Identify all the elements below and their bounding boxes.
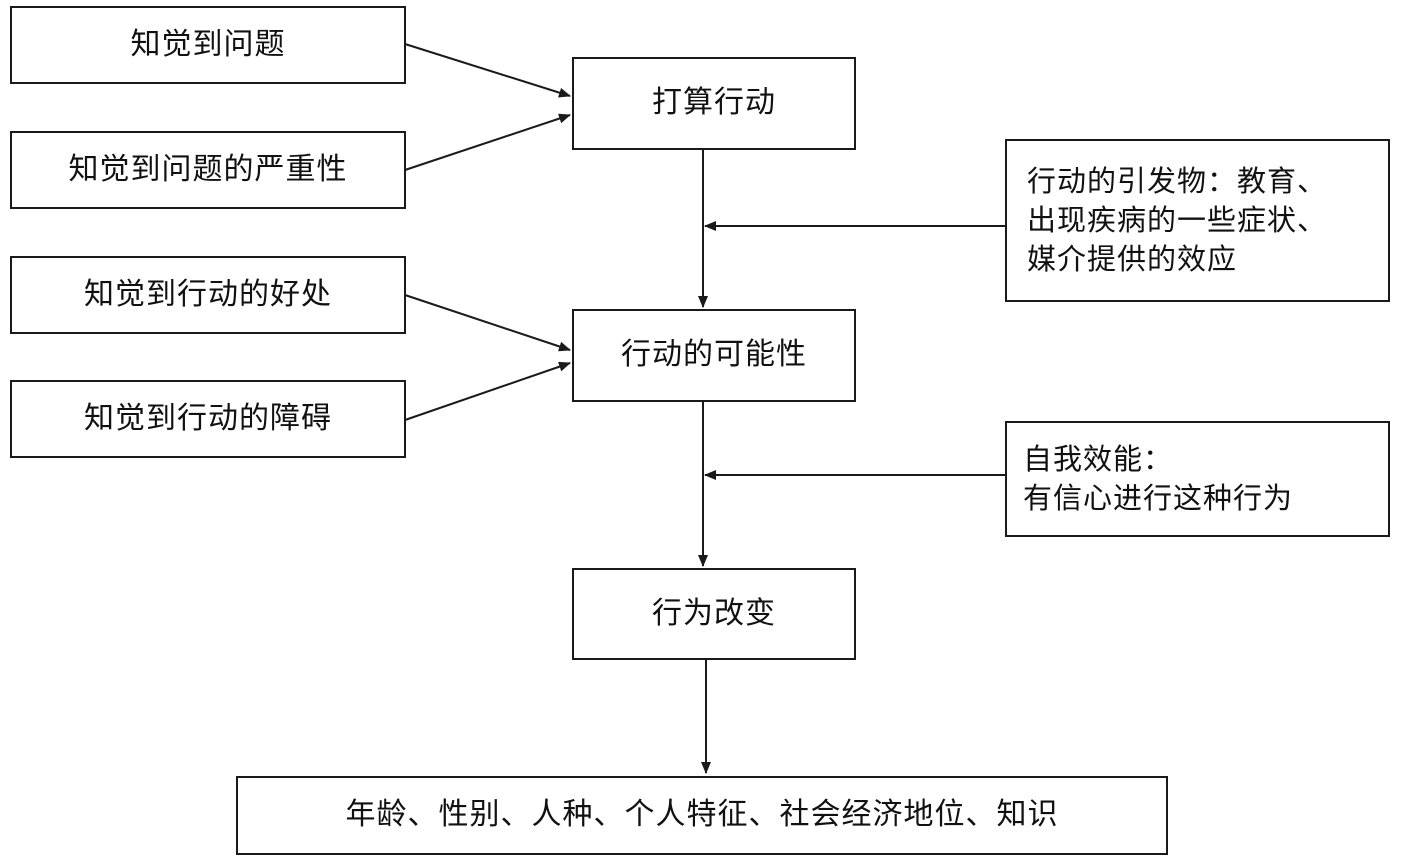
perceived-severity-label: 知觉到问题的严重性: [68, 151, 348, 187]
intend-action-label: 打算行动: [652, 85, 776, 121]
self-efficacy-line-1: 自我效能：: [1023, 441, 1174, 476]
behavior-change-box: 行为改变: [572, 568, 856, 660]
perceived-benefits-box: 知觉到行动的好处: [10, 256, 406, 334]
modifying-factors-box: 年龄、性别、人种、个人特征、社会经济地位、知识: [236, 776, 1168, 855]
perceived-barriers-box: 知觉到行动的障碍: [10, 380, 406, 458]
self-efficacy-line-2: 有信心进行这种行为: [1023, 481, 1294, 515]
perceived-problem-box: 知觉到问题: [10, 6, 406, 84]
cues-to-action-box: 行动的引发物：教育、 出现疾病的一些症状、 媒介提供的效应: [1005, 139, 1390, 302]
arrow-severity-to-intend: [404, 113, 571, 171]
cues-line-3: 媒介提供的效应: [1027, 242, 1238, 277]
action-likelihood-box: 行动的可能性: [572, 309, 856, 402]
behavior-change-label: 行为改变: [652, 595, 776, 631]
perceived-severity-box: 知觉到问题的严重性: [10, 131, 406, 209]
action-likelihood-label: 行动的可能性: [621, 337, 807, 373]
perceived-barriers-label: 知觉到行动的障碍: [84, 400, 332, 436]
arrow-benefits-to-likelihood: [404, 294, 571, 352]
arrow-problem-to-intend: [404, 43, 571, 98]
perceived-benefits-label: 知觉到行动的好处: [84, 276, 332, 312]
arrow-barriers-to-likelihood: [404, 361, 571, 421]
self-efficacy-box: 自我效能： 有信心进行这种行为: [1005, 421, 1390, 537]
perceived-problem-label: 知觉到问题: [130, 26, 286, 62]
cues-line-2: 出现疾病的一些症状、: [1027, 202, 1328, 237]
cues-line-1: 行动的引发物：教育、: [1027, 163, 1328, 198]
modifying-factors-label: 年龄、性别、人种、个人特征、社会经济地位、知识: [345, 797, 1059, 833]
intend-action-box: 打算行动: [572, 57, 856, 150]
